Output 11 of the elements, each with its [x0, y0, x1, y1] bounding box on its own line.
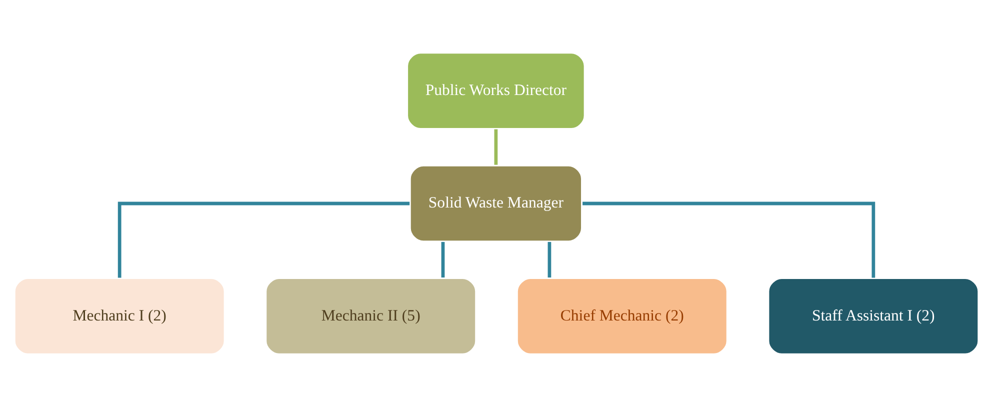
node-box: Public Works Director: [405, 51, 586, 130]
node-box: Chief Mechanic (2): [515, 276, 728, 356]
connector: [440, 242, 444, 278]
connector: [547, 242, 551, 278]
node-box: Staff Assistant I (2): [766, 276, 980, 356]
connector: [117, 202, 410, 278]
node-box: Mechanic I (2): [12, 276, 226, 356]
node-box: Solid Waste Manager: [408, 164, 583, 243]
node-box: Mechanic II (5): [264, 276, 477, 356]
connector: [494, 129, 498, 165]
connector: [582, 202, 875, 278]
